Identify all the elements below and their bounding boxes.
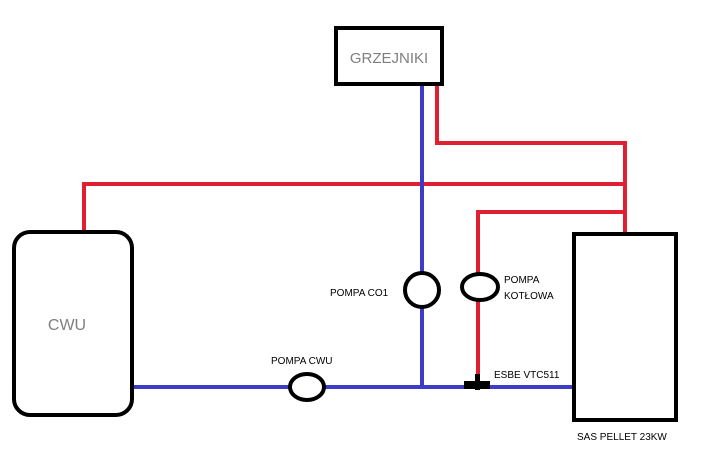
pump-co1-label: POMPA CO1	[330, 288, 389, 299]
mixing-valve: ESBE VTC511	[464, 370, 560, 390]
supply-pipe-radiators	[435, 82, 627, 238]
pump-boiler-label-line1: POMPA	[504, 275, 540, 286]
hot-water-tank-body	[12, 230, 134, 417]
boiler-label: SAS PELLET 23KW	[577, 432, 667, 443]
supply-pipe-cwu	[82, 182, 627, 234]
supply-pipe-boiler-loop	[476, 210, 627, 388]
mixing-valve-label: ESBE VTC511	[494, 370, 560, 381]
pump-co1-symbol	[403, 271, 441, 309]
hot-water-tank: CWU	[12, 230, 134, 417]
supply-pipes	[82, 82, 627, 388]
pump-cwu-symbol	[288, 372, 326, 402]
pump-boiler-symbol	[460, 272, 500, 302]
pump-boiler: POMPA KOTŁOWA	[460, 272, 554, 302]
pump-cwu-label: POMPA CWU	[271, 356, 332, 367]
boiler-unit: SAS PELLET 23KW	[572, 232, 678, 443]
hot-water-tank-label: CWU	[48, 317, 86, 334]
radiators-label: GRZEJNIKI	[350, 50, 428, 67]
radiators-box	[334, 26, 444, 86]
boiler-body	[572, 232, 678, 422]
return-pipes	[130, 82, 578, 389]
pump-boiler-label-line2: KOTŁOWA	[504, 291, 554, 302]
radiators-unit: GRZEJNIKI	[334, 26, 444, 86]
pump-co1: POMPA CO1	[330, 271, 441, 309]
mixing-valve-stem	[475, 374, 480, 390]
pump-cwu: POMPA CWU	[271, 356, 332, 402]
